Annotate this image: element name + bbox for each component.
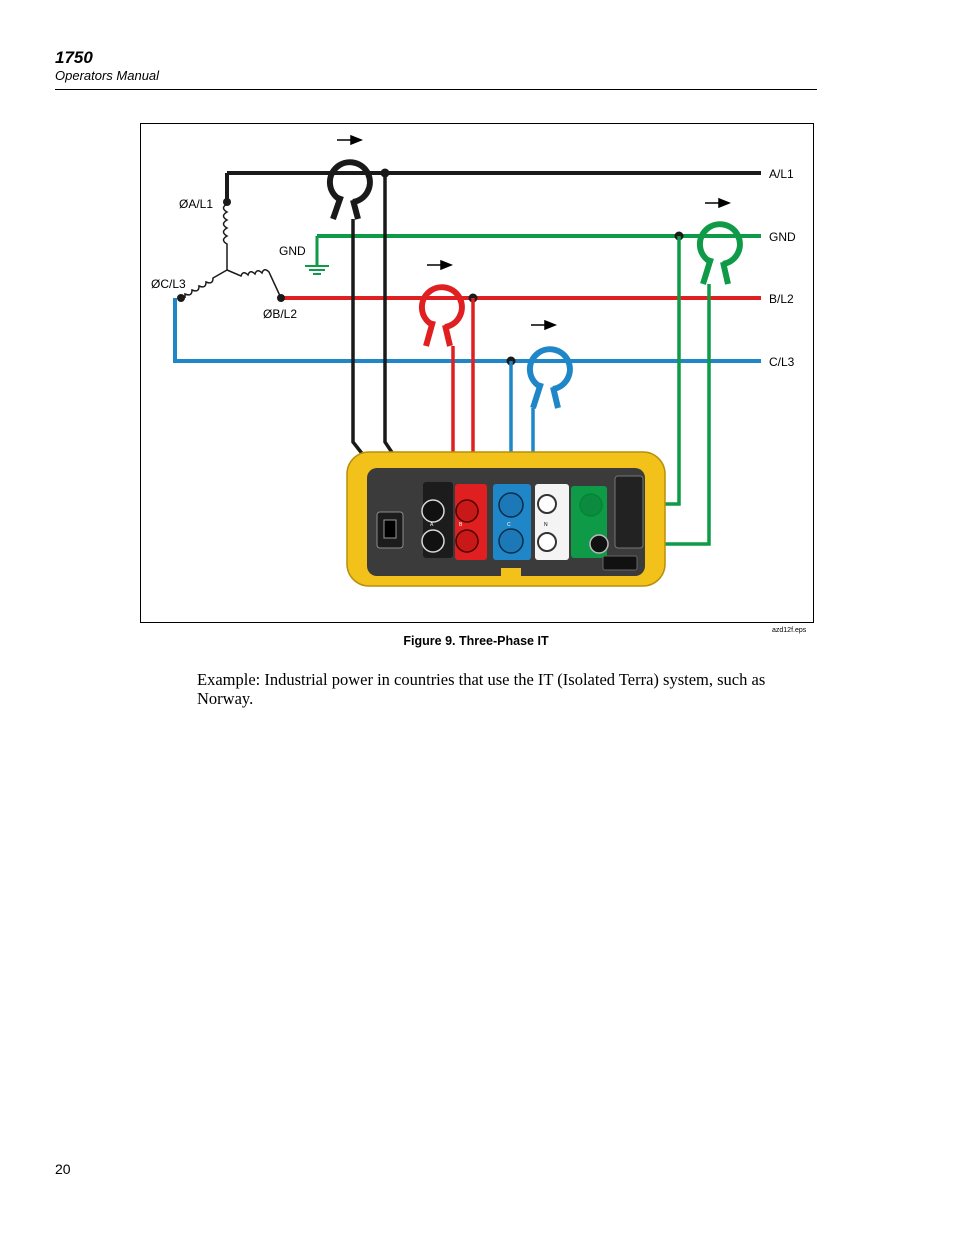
arrow-a-icon: [337, 134, 364, 146]
arrow-gnd-icon: [705, 197, 732, 209]
label-phase-c: ØC/L3: [151, 277, 186, 291]
figure-frame: A B C N A/L1 GND B/L2 C/L3 ØA/L1 ØC/L3 Ø…: [140, 123, 814, 623]
header-model: 1750: [55, 48, 93, 67]
label-phase-b: ØB/L2: [263, 307, 297, 321]
label-line-a: A/L1: [769, 167, 794, 181]
node-phase-b: [277, 294, 285, 302]
node-phase-a: [223, 198, 231, 206]
arrow-c-icon: [531, 319, 558, 331]
figure-caption: Figure 9. Three-Phase IT: [0, 634, 954, 648]
body-paragraph: Example: Industrial power in countries t…: [197, 670, 766, 708]
clamp-b: [418, 284, 465, 347]
jack-label-c: C: [507, 522, 511, 528]
label-line-b: B/L2: [769, 292, 794, 306]
node-phase-c: [177, 294, 185, 302]
label-line-c: C/L3: [769, 355, 795, 369]
clamp-a: [326, 159, 373, 220]
header-subtitle: Operators Manual: [55, 68, 160, 83]
jack-label-a: A: [430, 522, 434, 528]
ground-icon: [305, 265, 329, 275]
figure-file-label: azd12f.eps: [772, 627, 807, 634]
instrument-1750: [346, 451, 666, 587]
figure-caption-text: Figure 9. Three-Phase IT: [403, 634, 549, 648]
page-number: 20: [55, 1161, 71, 1177]
clamp-c: [526, 346, 573, 409]
clamp-gnd: [696, 221, 743, 285]
wiring-diagram: A B C N A/L1 GND B/L2 C/L3 ØA/L1 ØC/L3 Ø…: [151, 134, 796, 587]
header-rule: [55, 89, 817, 90]
wye-source: [184, 203, 282, 299]
arrow-b-icon: [427, 259, 454, 271]
label-phase-a: ØA/L1: [179, 197, 213, 211]
label-source-gnd: GND: [279, 244, 306, 258]
label-line-gnd: GND: [769, 230, 796, 244]
jack-label-n: N: [544, 522, 548, 528]
jack-label-b: B: [459, 522, 463, 528]
